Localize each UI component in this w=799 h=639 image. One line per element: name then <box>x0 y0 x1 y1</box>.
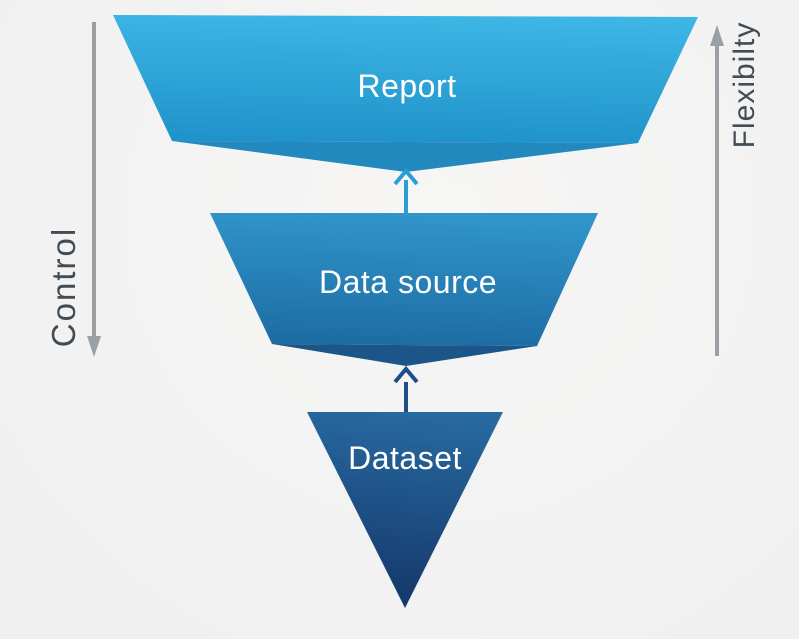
datasource-fold <box>272 344 537 366</box>
datasource-label: Data source <box>319 264 497 300</box>
arrow-up-dataset-to-datasource-icon <box>393 365 419 412</box>
control-axis: Control <box>45 22 101 357</box>
funnel-level-dataset: Dataset <box>307 412 503 608</box>
report-shape <box>113 15 698 143</box>
dataset-shape <box>307 412 503 608</box>
flexibility-axis: Flexibilty <box>710 22 761 356</box>
control-axis-label: Control <box>45 227 82 347</box>
funnel-level-report: Report <box>113 15 698 172</box>
report-label: Report <box>357 68 456 104</box>
control-axis-arrow-down-icon <box>87 336 101 357</box>
report-fold <box>172 141 638 172</box>
datasource-shape <box>210 213 598 346</box>
flexibility-axis-arrow-up-icon <box>710 25 724 46</box>
flexibility-axis-label: Flexibilty <box>728 22 761 149</box>
arrow-up-datasource-to-report-icon <box>393 167 419 213</box>
funnel-level-datasource: Data source <box>210 213 598 366</box>
dataset-label: Dataset <box>348 440 462 476</box>
